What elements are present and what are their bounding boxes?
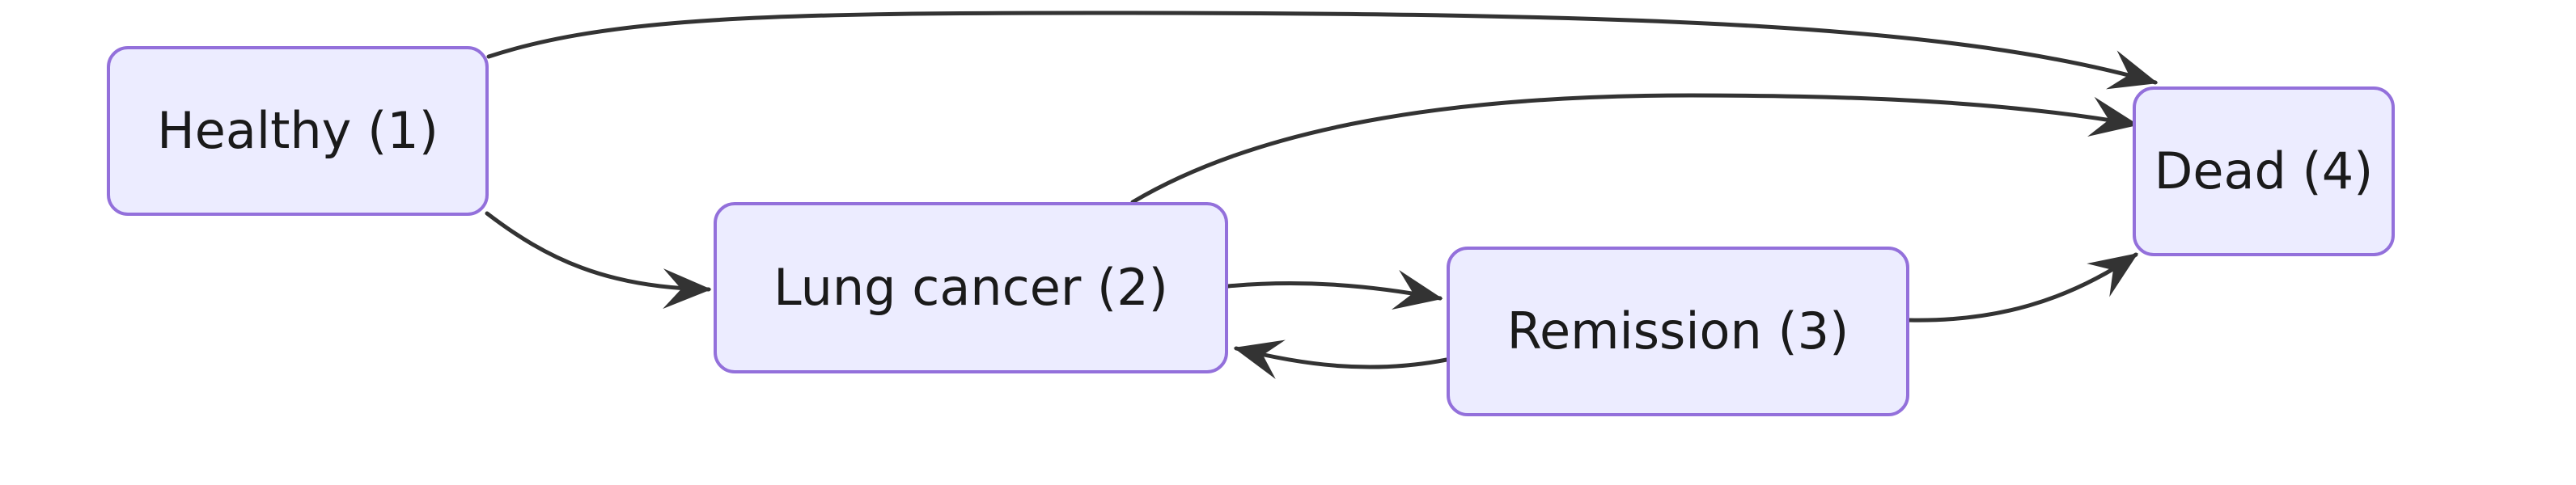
edge-remission-to-dead — [1907, 252, 2138, 323]
node-remission: Remission (3) — [1447, 247, 1909, 416]
node-lung-cancer: Lung cancer (2) — [714, 202, 1228, 373]
node-label-remission: Remission (3) — [1506, 302, 1849, 361]
node-label-healthy: Healthy (1) — [157, 101, 439, 160]
edge-remission-to-lung-cancer — [1233, 340, 1449, 379]
node-label-dead: Dead (4) — [2154, 141, 2374, 200]
edge-lung-cancer-to-remission — [1226, 269, 1443, 310]
edge-healthy-to-lung-cancer — [485, 211, 712, 310]
node-dead: Dead (4) — [2133, 86, 2395, 256]
edge-group — [485, 11, 2159, 379]
node-healthy: Healthy (1) — [107, 46, 489, 216]
node-label-lung-cancer: Lung cancer (2) — [773, 258, 1168, 317]
edge-lung-cancer-to-dead — [1130, 93, 2139, 205]
edge-healthy-to-dead — [486, 11, 2159, 90]
